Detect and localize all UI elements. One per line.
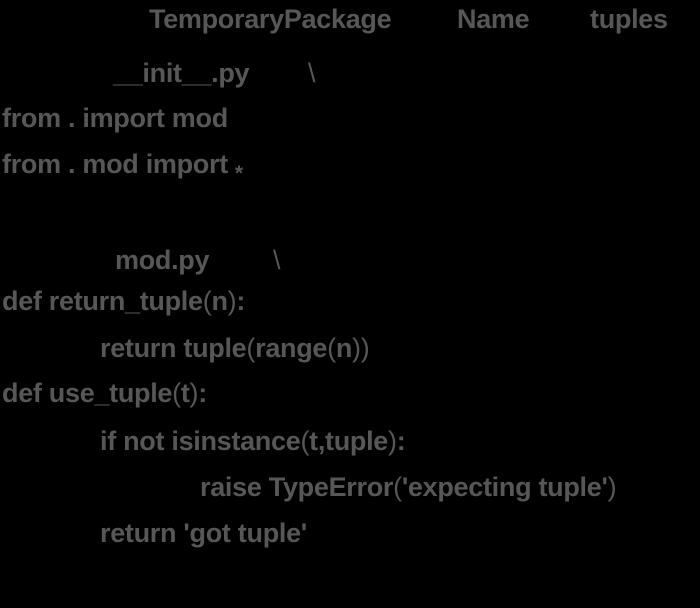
import-star-glyph: * bbox=[234, 162, 243, 185]
mod-filename-string: mod.py bbox=[115, 245, 210, 275]
package-name-string: TemporaryPackage bbox=[149, 4, 392, 34]
python-code-text: from . mod import bbox=[2, 149, 228, 179]
python-code-line: def return_tuple(n): bbox=[2, 286, 246, 316]
python-code-line: from . mod import * bbox=[2, 149, 243, 185]
name-value-string: tuples bbox=[590, 4, 668, 34]
name-key-string: Name bbox=[457, 4, 530, 34]
python-code-line: def use_tuple(t): bbox=[2, 378, 207, 408]
python-code-line: from . import mod bbox=[2, 103, 228, 133]
python-code-line: raise TypeError('expecting tuple') bbox=[200, 472, 617, 502]
python-code-line: return 'got tuple' bbox=[100, 518, 307, 548]
init-continuation-backslash: \ bbox=[308, 58, 316, 88]
python-code-line: return tuple(range(n)) bbox=[100, 333, 370, 363]
python-code-line: if not isinstance(t,tuple): bbox=[100, 426, 406, 456]
mod-continuation-backslash: \ bbox=[273, 245, 281, 275]
init-filename-string: __init__.py bbox=[113, 58, 250, 88]
